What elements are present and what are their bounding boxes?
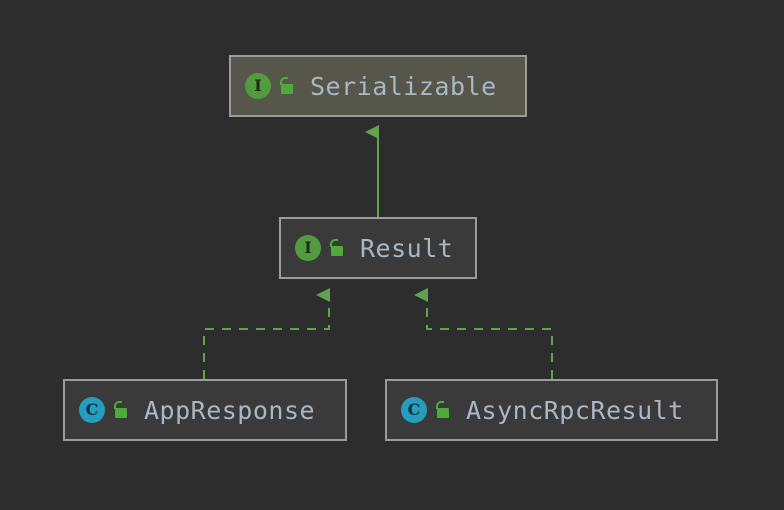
unlocked-padlock-icon bbox=[434, 400, 452, 420]
interface-badge-icon: I bbox=[295, 235, 321, 261]
class-badge-icon: C bbox=[401, 397, 427, 423]
node-label: AppResponse bbox=[144, 395, 316, 425]
interface-badge-icon: I bbox=[245, 73, 271, 99]
node-label: Result bbox=[360, 233, 454, 263]
node-result[interactable]: I Result bbox=[279, 217, 477, 279]
node-app-response[interactable]: C AppResponse bbox=[63, 379, 347, 441]
node-label: Serializable bbox=[310, 71, 497, 101]
class-badge-icon: C bbox=[79, 397, 105, 423]
node-async-rpc-result[interactable]: C AsyncRpcResult bbox=[385, 379, 718, 441]
unlocked-padlock-icon bbox=[328, 238, 346, 258]
edge-app-response-implements-result bbox=[203, 288, 330, 379]
edge-async-rpc-result-implements-result bbox=[414, 288, 553, 379]
node-serializable[interactable]: I Serializable bbox=[229, 55, 527, 117]
node-label: AsyncRpcResult bbox=[466, 395, 684, 425]
unlocked-padlock-icon bbox=[278, 76, 296, 96]
unlocked-padlock-icon bbox=[112, 400, 130, 420]
